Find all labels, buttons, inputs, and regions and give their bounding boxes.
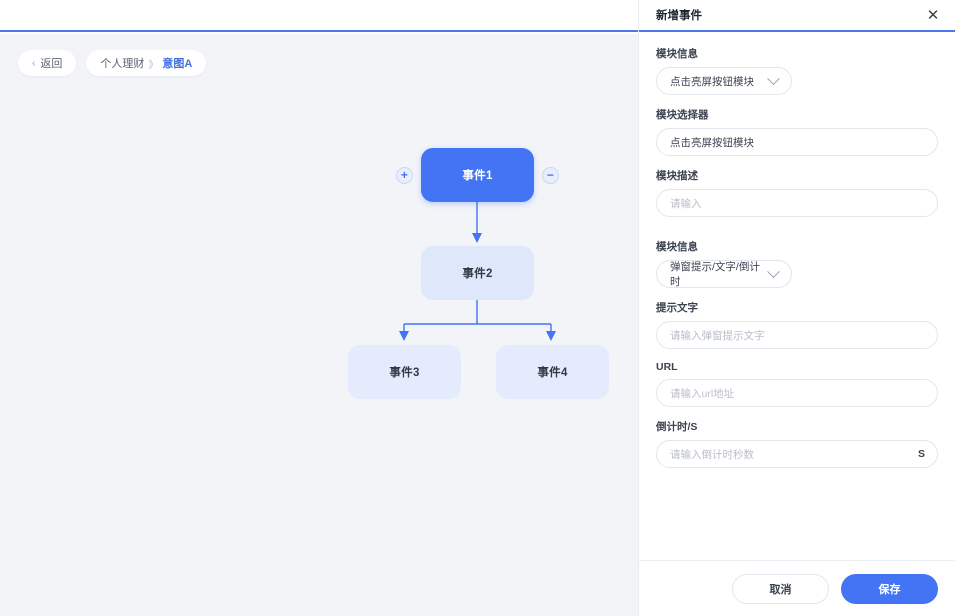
canvas-pane: ‹ 返回 个人理财 》 意图A — [0, 0, 638, 616]
flow-node-label: 事件3 — [389, 367, 420, 379]
field-tip-text: 提示文字 请输入弹窗提示文字 — [656, 300, 938, 349]
field-label: 倒计时/S — [656, 421, 698, 433]
input-placeholder: 请输入 — [670, 197, 702, 210]
input-placeholder: 请输入弹窗提示文字 — [670, 329, 765, 342]
breadcrumb-separator: 》 — [148, 59, 159, 71]
breadcrumb-parent[interactable]: 个人理财 — [100, 58, 145, 70]
chevron-down-icon — [767, 264, 780, 278]
input-placeholder: 请输入倒计时秒数 — [670, 448, 754, 461]
field-label: 模块选择器 — [656, 109, 709, 121]
remove-node-handle[interactable]: − — [542, 166, 559, 184]
field-module-selector: 模块选择器 点击亮屏按钮模块 — [656, 107, 938, 156]
back-button[interactable]: ‹ 返回 — [18, 50, 77, 76]
countdown-input[interactable]: 请输入倒计时秒数 S — [656, 440, 938, 468]
flow-node-event1[interactable]: 事件1 + − — [396, 148, 559, 202]
field-countdown: 倒计时/S 请输入倒计时秒数 S — [656, 419, 938, 468]
drawer-form: 模块信息 点击亮屏按钮模块 模块选择器 点击亮屏按钮模块 模块描述 请输入 — [639, 32, 955, 560]
module-description-input[interactable]: 请输入 — [656, 189, 938, 217]
cancel-button[interactable]: 取消 — [732, 573, 829, 604]
drawer-header: 新增事件 ✕ — [639, 0, 955, 32]
breadcrumb-pill[interactable]: 个人理财 》 意图A — [86, 50, 207, 76]
chevron-left-icon: ‹ — [32, 57, 36, 69]
drawer-title: 新增事件 — [656, 10, 702, 22]
section-spacer — [656, 229, 938, 239]
save-button[interactable]: 保存 — [841, 573, 938, 604]
countdown-unit: S — [917, 448, 925, 460]
back-label: 返回 — [40, 58, 63, 70]
flow-node-label: 事件4 — [537, 367, 568, 379]
flow-canvas[interactable]: ‹ 返回 个人理财 》 意图A — [0, 34, 638, 616]
field-label: 模块信息 — [656, 48, 698, 60]
flow-node-event4[interactable]: 事件4 — [496, 345, 609, 399]
module-selector-input[interactable]: 点击亮屏按钮模块 — [656, 128, 938, 156]
field-module-info-2: 模块信息 弹窗提示/文字/倒计时 — [656, 239, 938, 288]
module-info-select[interactable]: 点击亮屏按钮模块 — [656, 67, 792, 95]
close-icon[interactable]: ✕ — [926, 6, 940, 24]
field-module-info-1: 模块信息 点击亮屏按钮模块 — [656, 46, 938, 95]
field-label: 提示文字 — [656, 302, 698, 314]
field-label: 模块描述 — [656, 170, 698, 182]
input-value: 点击亮屏按钮模块 — [670, 136, 754, 149]
field-label: URL — [656, 361, 678, 373]
add-node-handle[interactable]: + — [396, 166, 413, 184]
add-event-drawer: 新增事件 ✕ 模块信息 点击亮屏按钮模块 模块选择器 点击亮屏按钮模块 — [638, 0, 955, 616]
flow-node-label: 事件1 — [462, 170, 493, 182]
flow-node-label: 事件2 — [462, 268, 493, 280]
module-type-select[interactable]: 弹窗提示/文字/倒计时 — [656, 260, 792, 288]
tip-text-input[interactable]: 请输入弹窗提示文字 — [656, 321, 938, 349]
field-url: URL 请输入url地址 — [656, 361, 938, 407]
breadcrumb: ‹ 返回 个人理财 》 意图A — [18, 50, 207, 76]
drawer-footer: 取消 保存 — [639, 560, 955, 616]
select-value: 点击亮屏按钮模块 — [670, 75, 754, 88]
flow-node-event3[interactable]: 事件3 — [348, 345, 461, 399]
select-value: 弹窗提示/文字/倒计时 — [670, 261, 760, 288]
breadcrumb-current[interactable]: 意图A — [162, 58, 193, 70]
field-module-description: 模块描述 请输入 — [656, 168, 938, 217]
url-input[interactable]: 请输入url地址 — [656, 379, 938, 407]
flow-edges — [399, 193, 556, 341]
flow-node-event2[interactable]: 事件2 — [421, 246, 534, 300]
chevron-down-icon — [767, 71, 780, 85]
input-placeholder: 请输入url地址 — [670, 387, 735, 400]
top-bar — [0, 0, 638, 32]
field-label: 模块信息 — [656, 241, 698, 253]
